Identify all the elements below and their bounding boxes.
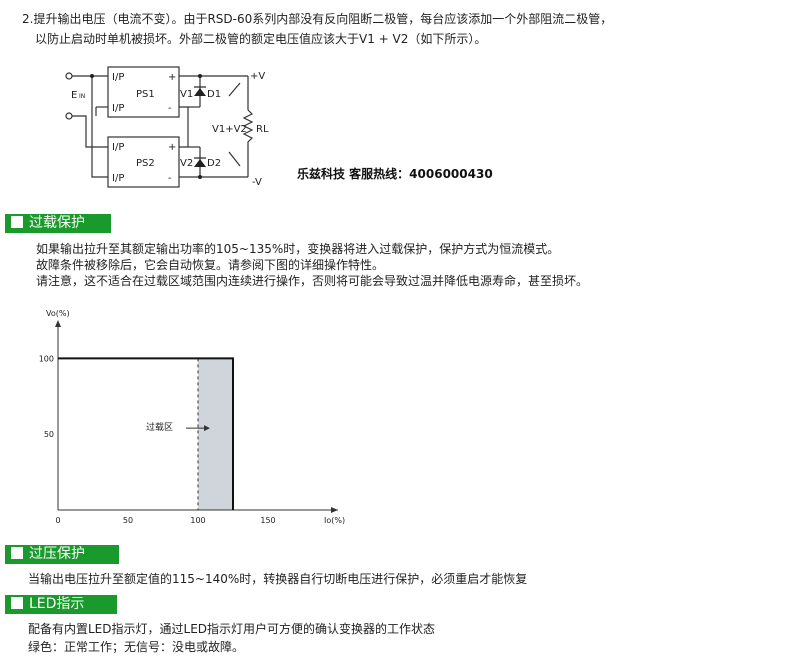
input-terminal-top <box>65 72 73 80</box>
rl-label: RL <box>256 124 269 135</box>
square-bullet-icon <box>11 215 23 228</box>
x-tick-label: 100 <box>190 516 205 525</box>
d1-label: D1 <box>207 89 221 100</box>
overload-line-1: 如果输出拉升至其额定输出功率的105~135%时，变换器将进入过载保护，保护方式… <box>36 242 560 256</box>
vsum-label: V1+V2 <box>212 124 247 135</box>
d2-diode-symbol <box>194 159 206 167</box>
x-tick-label: 150 <box>260 516 275 525</box>
overload-line-2: 故障条件被移除后，它会自动恢复。请参阅下图的详细操作特性。 <box>36 258 385 272</box>
led-heading: LED指示 <box>5 595 117 614</box>
neg-out-label: -V <box>252 177 262 188</box>
overload-region-label: 过载区 <box>146 421 173 433</box>
series-line-0 <box>58 357 234 510</box>
circuit-diagram: E IN I/P I/P PS1 + - I/P I/P PS2 + - V1 … <box>65 66 269 188</box>
d1-diode-symbol <box>194 88 206 96</box>
y-tick-label: 50 <box>44 430 54 439</box>
ps2-label: PS2 <box>136 158 155 169</box>
overvoltage-line-1: 当输出电压拉升至额定值的115~140%时，转换器自行切断电压进行保护，必须重启… <box>28 572 528 586</box>
ps1-label: PS1 <box>136 89 155 100</box>
x-tick-label: 50 <box>123 516 133 525</box>
ps2-minus-label: - <box>168 173 172 184</box>
v1-label: V1 <box>180 89 193 100</box>
ps2-ip-label-2: I/P <box>112 173 124 184</box>
led-line-2: 绿色：正常工作；无信号：没电或故障。 <box>28 640 245 654</box>
y-axis-arrow-icon <box>55 320 61 327</box>
ps1-plus-label: + <box>168 72 176 83</box>
input-terminal-bottom <box>65 112 73 120</box>
ps1-box <box>107 66 180 118</box>
overload-line-3: 请注意，这不适合在过载区域范围内连续进行操作，否则将可能会导致过温并降低电源寿命… <box>36 274 589 288</box>
region-arrow-icon <box>204 425 210 432</box>
square-bullet-icon <box>11 596 23 609</box>
hotline-text: 乐兹科技 客服热线：4006000430 <box>297 167 493 181</box>
overload-heading: 过载保护 <box>5 214 111 233</box>
x-tick-label: 0 <box>55 516 60 525</box>
ps1-ip-label: I/P <box>112 72 124 83</box>
ps1-ip-label-2: I/P <box>112 103 124 114</box>
intro-line-1: 2.提升输出电压（电流不变）。由于RSD-60系列内部没有反向阻断二极管，每台应… <box>22 12 613 26</box>
y-tick-label: 100 <box>39 354 54 363</box>
intro-line-2: 以防止启动时单机被损坏。外部二极管的额定电压值应该大于V1 + V2（如下所示）… <box>35 32 487 46</box>
d2-label: D2 <box>207 158 221 169</box>
square-bullet-icon <box>11 546 23 559</box>
ein-sub-label: IN <box>79 93 85 100</box>
ps2-plus-label: + <box>168 142 176 153</box>
pos-out-label: +V <box>250 71 265 82</box>
led-line-1: 配备有内置LED指示灯，通过LED指示灯用户可方便的确认变换器的工作状态 <box>28 622 436 636</box>
ein-label: E <box>71 90 77 101</box>
overvoltage-heading: 过压保护 <box>5 545 119 564</box>
ps2-ip-label: I/P <box>112 142 124 153</box>
x-axis-arrow-icon <box>331 507 338 513</box>
ps1-minus-label: - <box>168 103 172 114</box>
v2-label: V2 <box>180 158 193 169</box>
y-axis-label: Vo(%) <box>46 309 70 318</box>
x-axis-label: Io(%) <box>324 516 345 525</box>
overload-region <box>198 358 233 510</box>
ps2-box <box>107 136 180 188</box>
